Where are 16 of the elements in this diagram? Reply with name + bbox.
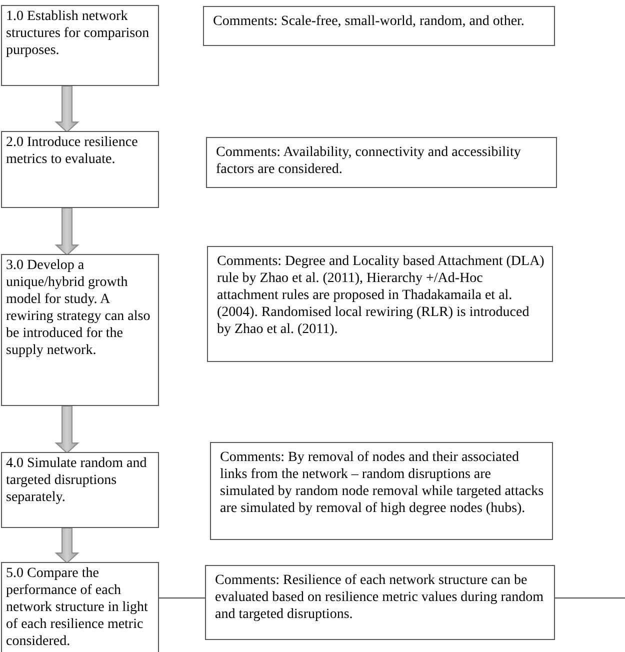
process-box: 1.0 Establish network structures for comparison purposes. <box>1 5 159 86</box>
comment-box: Comments: By removal of nodes and their associated links from the network – random disruptions are simulated by random node removal while targeted attacks are simulated by removal of high degree nodes (hubs). <box>210 442 553 540</box>
comment-box: Comments: Availability, connectivity and accessibility factors are considered. <box>206 137 557 188</box>
block-arrow <box>54 406 80 454</box>
process-box: 4.0 Simulate random and targeted disruptions separately. <box>1 452 159 528</box>
process-box: 3.0 Develop a unique/hybrid growth model for study. A rewiring strategy can also be introduced for the supply network. <box>1 254 159 406</box>
connector-line <box>159 597 205 599</box>
process-box: 5.0 Compare the performance of each network structure in light of each resilience metric considered. <box>1 562 159 652</box>
block-arrow <box>54 528 80 564</box>
block-arrow <box>54 86 80 133</box>
comment-box: Comments: Degree and Locality based Attachment (DLA) rule by Zhao et al. (2011), Hierarchy +/Ad-Hoc attachment rules are proposed in Thadakamaila et al. (2004). Randomised local rewiring (RLR) is introduced by Zhao et al. (2011). <box>207 246 553 362</box>
comment-box: Comments: Resilience of each network structure can be evaluated based on resilience metric values during random and targeted disruptions. <box>205 565 555 640</box>
process-box: 2.0 Introduce resilience metrics to evaluate. <box>1 131 159 208</box>
comment-box: Comments: Scale-free, small-world, random, and other. <box>203 6 555 46</box>
block-arrow <box>54 208 80 256</box>
connector-line <box>555 597 625 599</box>
